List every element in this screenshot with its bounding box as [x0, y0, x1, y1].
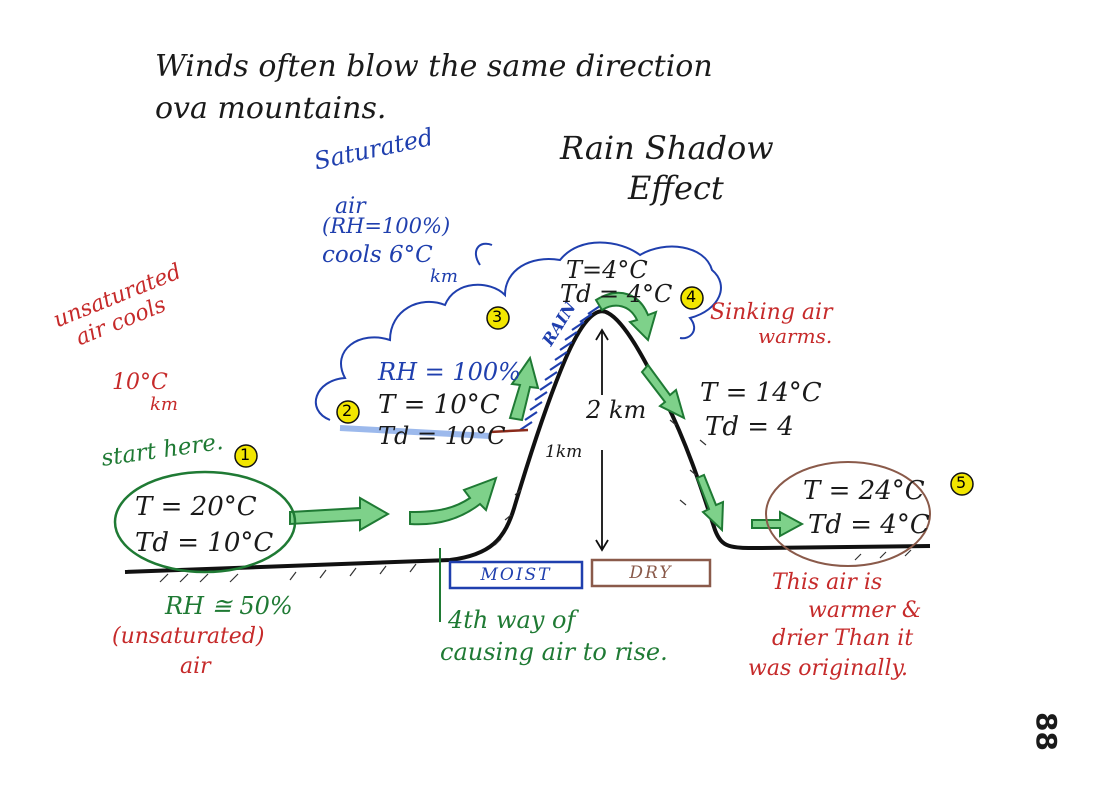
point4-temp: T=4°C: [566, 256, 648, 284]
note-line-2: ova mountains.: [155, 91, 387, 126]
arrow-up-slope: [508, 355, 540, 422]
cloud-base-shade: [339, 425, 491, 439]
point5-temp: T = 24°C: [803, 476, 925, 506]
moist-label: MOIST: [480, 565, 552, 585]
marker-2: 2: [342, 401, 353, 420]
unsaturated-line-4: km: [150, 394, 178, 415]
dry-box: [590, 558, 712, 588]
marker-4: 4: [686, 287, 697, 306]
conclusion-line-4: was originally.: [748, 656, 909, 681]
arrow-over-peak: [594, 291, 658, 342]
dry-label: DRY: [629, 563, 673, 583]
conclusion-line-3: drier Than it: [772, 626, 914, 651]
bottom-left-line-3: air: [180, 654, 211, 679]
point2-dewpoint: Td = 10°C: [378, 422, 506, 450]
conclusion-line-2: warmer &: [808, 598, 922, 623]
conclusion-line-1: This air is: [772, 570, 883, 595]
saturated-line-5: km: [430, 266, 458, 287]
arrow-flat-1: [289, 496, 391, 532]
height-arrow: [595, 328, 609, 552]
mid-descent-temp: T = 14°C: [700, 378, 822, 408]
one-km-line: [489, 428, 529, 434]
arrow-flat-3: [751, 510, 805, 538]
arrow-down-1: [640, 363, 686, 420]
point1-dewpoint: Td = 10°C: [135, 528, 274, 558]
page-number: 88: [1030, 712, 1063, 751]
rain-hatching: [519, 305, 601, 431]
ground-line: [124, 309, 931, 574]
point1-temp: T = 20°C: [135, 492, 257, 522]
saturated-line-2: air: [335, 194, 366, 219]
fourth-way-line-2: causing air to rise.: [440, 638, 668, 666]
fourth-way-line-1: 4th way of: [448, 606, 576, 634]
marker-1: 1: [240, 445, 251, 464]
marker-3: 3: [492, 307, 503, 326]
moist-box: [448, 560, 584, 590]
diagram-title-line-2: Effect: [628, 169, 724, 207]
point4-note-line-2: warms.: [758, 324, 833, 348]
point4-dewpoint: Td = 4°C: [560, 280, 673, 308]
mid-descent-dewpoint: Td = 4: [705, 412, 794, 442]
saturated-line-3: (RH=100%): [322, 214, 451, 238]
point5-dewpoint: Td = 4°C: [808, 510, 930, 540]
saturated-line-4: cools 6°C: [322, 242, 433, 268]
one-km-label: 1km: [545, 442, 583, 462]
ground-hatching: [159, 419, 912, 583]
marker-5: 5: [956, 473, 967, 492]
point4-note-line-1: Sinking air: [710, 300, 833, 325]
arrow-down-2: [695, 473, 725, 533]
unsaturated-line-3: 10°C: [112, 370, 168, 395]
point5-circle: [765, 461, 931, 567]
bottom-left-rh: RH ≅ 50%: [165, 592, 293, 620]
arrow-flat-2: [409, 476, 498, 526]
point2-rh: RH = 100%: [378, 358, 521, 386]
point1-ellipse: [113, 470, 297, 574]
diagram-title-line-1: Rain Shadow: [560, 129, 774, 167]
bottom-left-line-2: (unsaturated): [112, 624, 265, 649]
cloud-outline: [314, 241, 722, 421]
cloud-inner: [474, 242, 493, 266]
note-line-1: Winds often blow the same direction: [155, 49, 713, 84]
point2-temp: T = 10°C: [378, 390, 500, 420]
mountain-height: 2 km: [584, 396, 649, 424]
